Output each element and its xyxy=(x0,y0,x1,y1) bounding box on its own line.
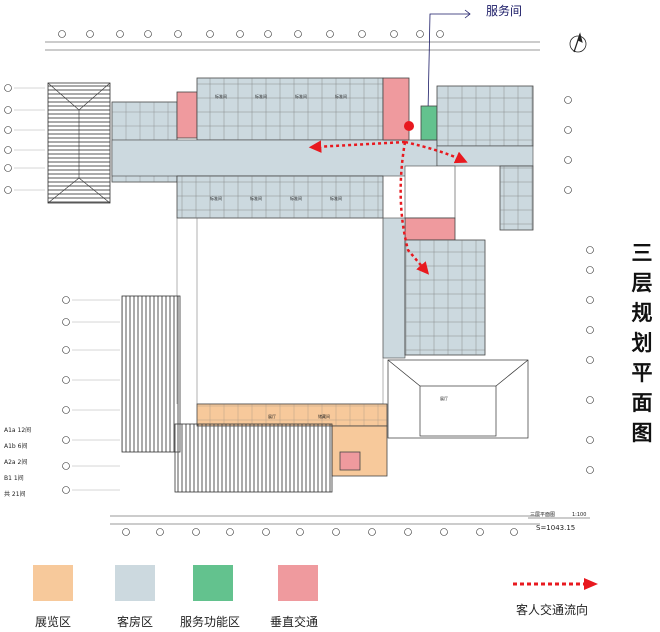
stat-line: 共 21间 xyxy=(4,490,26,498)
exhibition-zone xyxy=(196,403,388,477)
top-grid-axis-bubbles xyxy=(58,30,444,38)
room-label: 展厅 xyxy=(268,413,276,419)
stair-west xyxy=(176,91,198,139)
stat-line: A2a 2间 xyxy=(4,458,27,466)
north-arrow-icon xyxy=(569,32,587,53)
room-labels: 标准间 标准间 标准间 标准间 标准间 标准间 标准间 标准间 展厅 储藏间 展… xyxy=(210,93,448,419)
legend-label-service: 服务功能区 xyxy=(180,615,241,629)
room-stats: A1a 12间 A1b 6间 A2a 2间 B1 1间 共 21间 xyxy=(4,426,31,498)
drawing-name: 三层平面图 xyxy=(530,512,555,518)
room-label: 标准间 xyxy=(330,195,342,201)
top-dimension-line xyxy=(45,41,540,51)
bottom-dimension-line xyxy=(110,515,540,525)
courtyard-outline xyxy=(176,217,384,405)
stair-east xyxy=(404,217,456,241)
title-char: 面 xyxy=(631,390,653,415)
southeast-hall xyxy=(387,359,529,439)
legend-label-vertical-circulation: 垂直交通 xyxy=(270,615,319,629)
service-room-callout: 服务间 xyxy=(486,4,523,18)
bottom-grid-axis-bubbles xyxy=(122,528,518,536)
stat-line: B1 1间 xyxy=(4,474,24,482)
right-grid-axis-bubbles xyxy=(564,96,594,474)
room-label: 展厅 xyxy=(440,395,448,401)
stat-line: A1b 6间 xyxy=(4,442,27,450)
title-char: 规 xyxy=(631,300,653,325)
legend-label-guest-flow: 客人交通流向 xyxy=(516,603,589,617)
stair-south xyxy=(339,451,361,471)
legend-swatch-service xyxy=(193,565,233,601)
title-char: 三 xyxy=(631,240,653,265)
flow-origin-dot xyxy=(404,121,414,131)
legend-label-guest-room: 客房区 xyxy=(117,615,154,629)
legend-swatch-guest-room xyxy=(115,565,155,601)
title-char: 平 xyxy=(631,360,653,385)
legend-label-exhibition: 展览区 xyxy=(35,615,72,629)
roof-west xyxy=(121,295,181,453)
room-label: 标准间 xyxy=(250,195,262,201)
drawing-area: S=1043.15 xyxy=(536,524,575,532)
page-title: 三层规划平面图 xyxy=(625,238,659,448)
legend-swatch-vertical-circulation xyxy=(278,565,318,601)
service-room-callout-line xyxy=(427,9,471,113)
room-label: 标准间 xyxy=(255,93,267,99)
title-char: 图 xyxy=(631,420,653,445)
drawing-scale: 1:100 xyxy=(572,512,586,518)
stat-line: A1a 12间 xyxy=(4,426,31,434)
title-char: 层 xyxy=(631,270,653,295)
room-label: 标准间 xyxy=(290,195,302,201)
roof-northwest xyxy=(47,82,111,204)
legend-flow-arrowhead xyxy=(584,578,598,590)
room-label: 标准间 xyxy=(295,93,307,99)
guest-flow-arrows xyxy=(308,140,468,275)
room-label: 标准间 xyxy=(215,93,227,99)
guest-room-zone-north xyxy=(111,77,534,241)
north-corridor xyxy=(111,139,438,177)
service-room xyxy=(420,105,438,141)
title-char: 划 xyxy=(631,330,653,355)
left-grid-axis-bubbles xyxy=(4,84,70,494)
drawing-title-block: 三层平面图 1:100 S=1043.15 xyxy=(528,512,590,532)
legend-swatch-exhibition xyxy=(33,565,73,601)
guest-room-zone-east xyxy=(382,217,486,359)
stair-center xyxy=(382,77,410,141)
room-label: 标准间 xyxy=(335,93,347,99)
room-label: 储藏间 xyxy=(318,413,330,419)
roof-south xyxy=(174,423,333,493)
room-label: 标准间 xyxy=(210,195,222,201)
